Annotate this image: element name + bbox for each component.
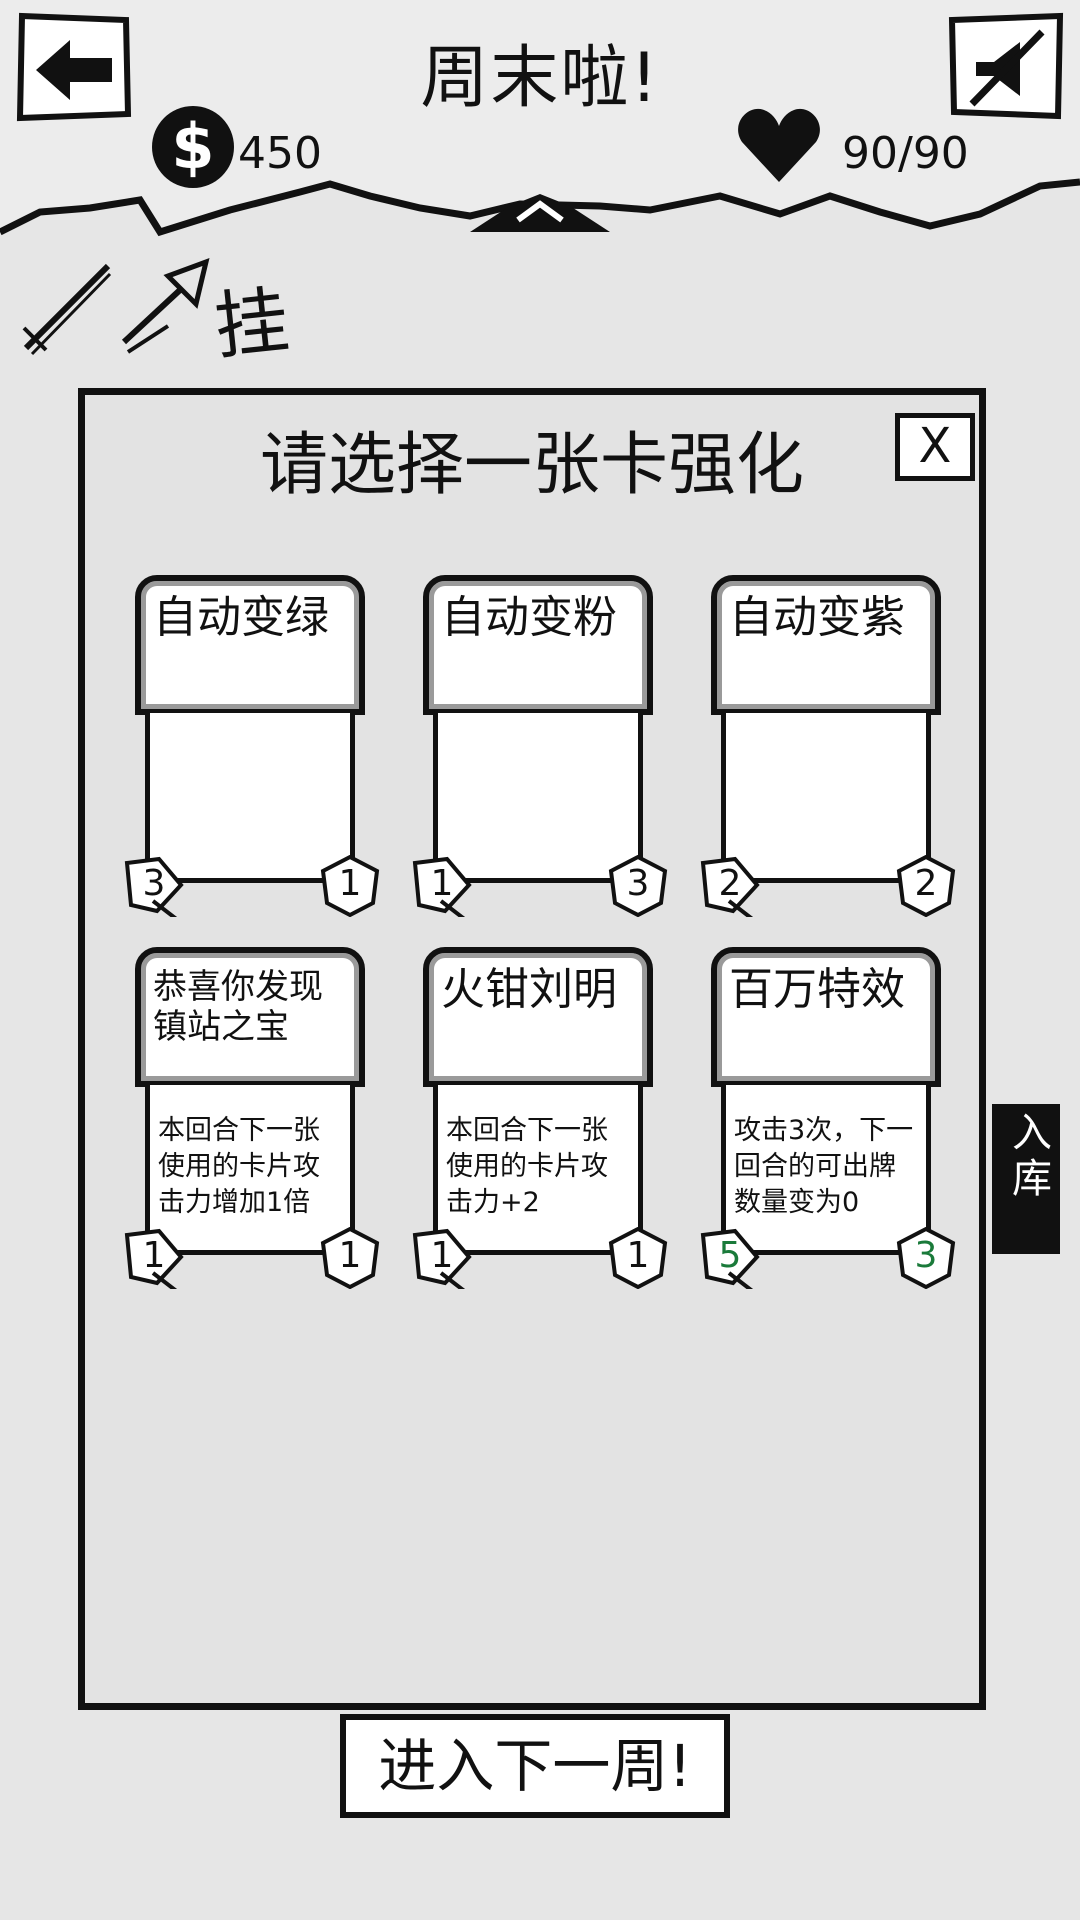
attack-value: 3 [626, 863, 650, 904]
cost-value: 5 [718, 1235, 742, 1276]
arrow-icon[interactable] [118, 256, 218, 356]
cost-value: 1 [430, 1235, 454, 1276]
attack-value: 1 [338, 863, 362, 904]
back-button[interactable] [14, 10, 134, 122]
card-name: 自动变粉 [441, 592, 617, 643]
card-attack: 2 [895, 855, 957, 917]
card-header: 自动变粉 [423, 575, 653, 715]
card-name: 恭喜你发现镇站之宝 [153, 967, 323, 1047]
card-description [433, 713, 643, 883]
card-header: 自动变紫 [711, 575, 941, 715]
attack-value: 2 [914, 863, 938, 904]
card-cost: 1 [411, 855, 473, 917]
modal-title: 请选择一张卡强化 [259, 426, 804, 505]
card-attack: 3 [607, 855, 669, 917]
chevron-up-icon [470, 194, 610, 232]
attack-value: 1 [626, 1235, 650, 1276]
card-option[interactable]: 恭喜你发现镇站之宝 本回合下一张使用的卡片攻击力增加1倍 1 1 [124, 947, 380, 1307]
deck-side-line: 入 [1012, 1110, 1052, 1156]
card-header: 百万特效 [711, 947, 941, 1087]
card-description: 攻击3次，下一回合的可出牌数量变为0 [721, 1085, 931, 1255]
card-cost: 2 [699, 855, 761, 917]
card-description: 本回合下一张使用的卡片攻击力+2 [433, 1085, 643, 1255]
attack-value: 3 [914, 1235, 938, 1276]
card-attack: 1 [607, 1227, 669, 1289]
collapse-header-button[interactable] [470, 176, 610, 236]
next-week-button[interactable]: 进入下一周! [340, 1714, 730, 1818]
card-cost: 1 [411, 1227, 473, 1289]
card-description: 本回合下一张使用的卡片攻击力增加1倍 [145, 1085, 355, 1255]
card-name: 自动变绿 [153, 592, 329, 643]
card-cost: 5 [699, 1227, 761, 1289]
gold-amount: 450 [238, 128, 322, 179]
cost-value: 3 [142, 863, 166, 904]
attack-value: 1 [338, 1235, 362, 1276]
sword-icon[interactable] [18, 256, 118, 356]
card-option[interactable]: 百万特效 攻击3次，下一回合的可出牌数量变为0 5 3 [700, 947, 956, 1307]
card-option[interactable]: 自动变绿 3 1 [124, 575, 380, 935]
deck-side-tab[interactable]: 入 库 [992, 1104, 1060, 1254]
dollar-coin-icon: $ [152, 106, 234, 188]
upgrade-card-modal: 请选择一张卡强化 X 自动变绿 3 1 自动变粉 1 3 自动变 [78, 388, 986, 1710]
relic-glyph[interactable]: 挂 [210, 277, 293, 371]
card-attack: 3 [895, 1227, 957, 1289]
heart-icon [734, 100, 824, 190]
mute-icon [948, 12, 1064, 120]
back-arrow-icon [16, 12, 132, 122]
card-attack: 1 [319, 855, 381, 917]
hp-value: 90/90 [842, 128, 969, 179]
card-description [145, 713, 355, 883]
card-cost: 1 [123, 1227, 185, 1289]
card-name: 火钳刘明 [441, 964, 617, 1015]
cost-value: 2 [718, 863, 742, 904]
card-option[interactable]: 自动变粉 1 3 [412, 575, 668, 935]
card-description [721, 713, 931, 883]
card-header: 自动变绿 [135, 575, 365, 715]
card-option[interactable]: 火钳刘明 本回合下一张使用的卡片攻击力+2 1 1 [412, 947, 668, 1307]
card-cost: 3 [123, 855, 185, 917]
card-name: 百万特效 [729, 964, 905, 1015]
close-button[interactable]: X [895, 413, 975, 481]
page-title: 周末啦! [420, 39, 660, 118]
sound-toggle-button[interactable] [946, 10, 1066, 122]
deck-side-line: 库 [1012, 1156, 1052, 1202]
cost-value: 1 [142, 1235, 166, 1276]
cost-value: 1 [430, 863, 454, 904]
card-attack: 1 [319, 1227, 381, 1289]
card-name: 自动变紫 [729, 592, 905, 643]
card-header: 火钳刘明 [423, 947, 653, 1087]
card-option[interactable]: 自动变紫 2 2 [700, 575, 956, 935]
card-header: 恭喜你发现镇站之宝 [135, 947, 365, 1087]
